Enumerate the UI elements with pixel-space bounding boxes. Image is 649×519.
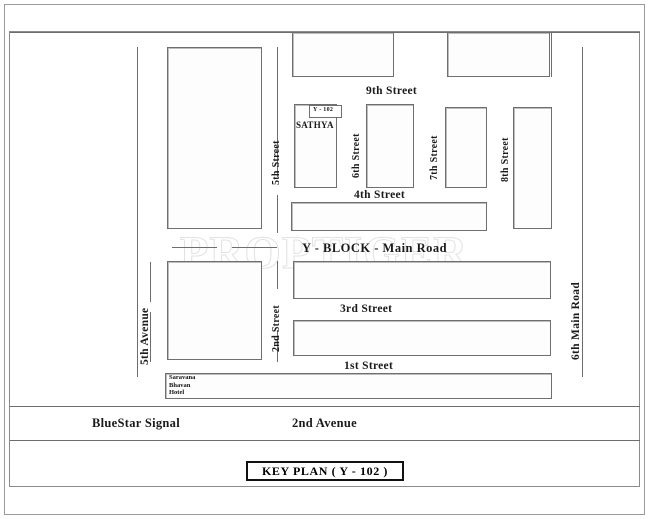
main-road-label-y-block: Y - BLOCK - Main Road xyxy=(302,241,448,255)
street-label-6th: 6th Street xyxy=(351,133,362,178)
connector-9th-street-right xyxy=(551,32,552,77)
avenue-label-5th: 5th Avenue xyxy=(139,307,151,365)
street-label-3rd: 3rd Street xyxy=(340,303,393,315)
plot-block-bottom-long xyxy=(165,373,552,399)
avenue-label-2nd: 2nd Avenue xyxy=(292,416,357,430)
street-dash-5th-1 xyxy=(277,47,278,177)
street-label-8th: 8th Street xyxy=(500,137,511,182)
street-dash-2nd-2 xyxy=(277,330,278,362)
street-label-1st: 1st Street xyxy=(344,360,394,372)
street-label-5th: 5th Street xyxy=(271,140,282,185)
avenue-dash-left-2 xyxy=(150,312,151,362)
landmark-line-2: Bhavan xyxy=(169,381,191,389)
avenue-dash-left-1 xyxy=(150,262,151,302)
main-road-dash-2 xyxy=(232,247,277,248)
plot-block-top-right xyxy=(447,32,550,77)
plot-block-between-main-and-3rd xyxy=(293,261,551,299)
plot-block-6th-7th xyxy=(366,104,414,188)
main-road-dash-1 xyxy=(172,247,217,248)
street-label-7th: 7th Street xyxy=(429,135,440,180)
unit-label-y102: Y - 102 xyxy=(313,107,334,113)
plot-block-left-tall-upper xyxy=(167,47,262,229)
landmark-line-1: Saravana xyxy=(169,374,196,381)
road-divider-left-vertical xyxy=(137,47,138,377)
signal-label-bluestar: BlueStar Signal xyxy=(92,416,180,430)
plot-block-sathya xyxy=(294,104,337,188)
outer-border xyxy=(4,4,645,515)
plot-block-right-of-8th xyxy=(513,107,552,229)
street-label-9th: 9th Street xyxy=(366,85,418,97)
landmark-line-3: Hotel xyxy=(169,389,185,396)
road-line-top xyxy=(10,32,640,33)
key-plan-title: KEY PLAN ( Y - 102 ) xyxy=(246,461,404,481)
project-name-sathya: SATHYA xyxy=(296,120,334,130)
plot-block-above-main-road xyxy=(291,202,487,231)
street-dash-5th-2 xyxy=(277,195,278,233)
street-label-2nd: 2nd Street xyxy=(271,305,282,352)
plot-block-7th-8th xyxy=(445,107,487,188)
road-line-bottom xyxy=(10,440,640,441)
avenue-line-bottom xyxy=(10,406,640,407)
inner-border xyxy=(9,31,640,487)
main-road-label-6th: 6th Main Road xyxy=(570,281,582,360)
plot-block-top-center xyxy=(292,32,394,77)
plot-block-between-3rd-and-1st xyxy=(293,320,551,356)
road-divider-right-vertical xyxy=(582,47,583,377)
plot-block-left-lower xyxy=(167,261,262,360)
street-label-4th: 4th Street xyxy=(354,189,406,201)
street-dash-2nd-1 xyxy=(277,261,278,289)
unit-box-y102 xyxy=(309,105,342,118)
landmark-saravana-bhavan-hotel: Saravana Bhavan Hotel xyxy=(169,374,195,397)
